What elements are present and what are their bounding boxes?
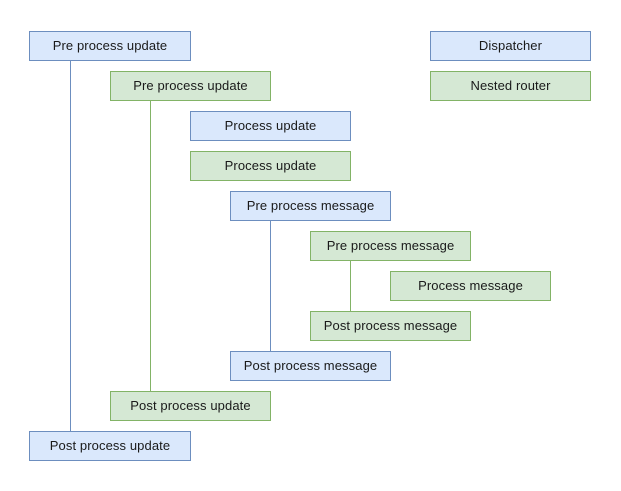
legend-item-label: Dispatcher bbox=[478, 38, 543, 53]
node-process-message-nested-router[interactable]: Process message bbox=[390, 271, 551, 301]
node-label: Process message bbox=[418, 278, 523, 293]
node-label: Process update bbox=[224, 158, 317, 173]
node-process-update-nested-router[interactable]: Process update bbox=[190, 151, 351, 181]
node-label: Post process update bbox=[49, 438, 171, 453]
edge-pre-process-update-to-post-process-update-nested-router bbox=[150, 101, 151, 391]
node-label: Pre process message bbox=[246, 198, 375, 213]
node-post-process-message-nested-router[interactable]: Post process message bbox=[310, 311, 471, 341]
node-post-process-message-dispatcher[interactable]: Post process message bbox=[230, 351, 391, 381]
node-process-update-dispatcher[interactable]: Process update bbox=[190, 111, 351, 141]
node-label: Post process update bbox=[130, 398, 251, 413]
node-label: Post process message bbox=[323, 318, 458, 333]
edge-pre-process-message-to-post-process-message-nested-router bbox=[350, 261, 351, 311]
edge-pre-process-update-to-post-process-update-dispatcher bbox=[70, 61, 71, 431]
node-label: Pre process update bbox=[52, 38, 168, 53]
edge-pre-process-message-to-post-process-message-dispatcher bbox=[270, 221, 271, 351]
node-label: Pre process message bbox=[326, 238, 455, 253]
legend-item-dispatcher[interactable]: Dispatcher bbox=[430, 31, 591, 61]
node-pre-process-message-nested-router[interactable]: Pre process message bbox=[310, 231, 471, 261]
node-pre-process-update-nested-router[interactable]: Pre process update bbox=[110, 71, 271, 101]
node-label: Pre process update bbox=[133, 78, 248, 93]
node-post-process-update-dispatcher[interactable]: Post process update bbox=[29, 431, 191, 461]
node-pre-process-update-dispatcher[interactable]: Pre process update bbox=[29, 31, 191, 61]
node-label: Post process message bbox=[243, 358, 378, 373]
node-post-process-update-nested-router[interactable]: Post process update bbox=[110, 391, 271, 421]
legend-item-label: Nested router bbox=[470, 78, 551, 93]
node-label: Process update bbox=[224, 118, 317, 133]
node-pre-process-message-dispatcher[interactable]: Pre process message bbox=[230, 191, 391, 221]
legend-item-nested-router[interactable]: Nested router bbox=[430, 71, 591, 101]
